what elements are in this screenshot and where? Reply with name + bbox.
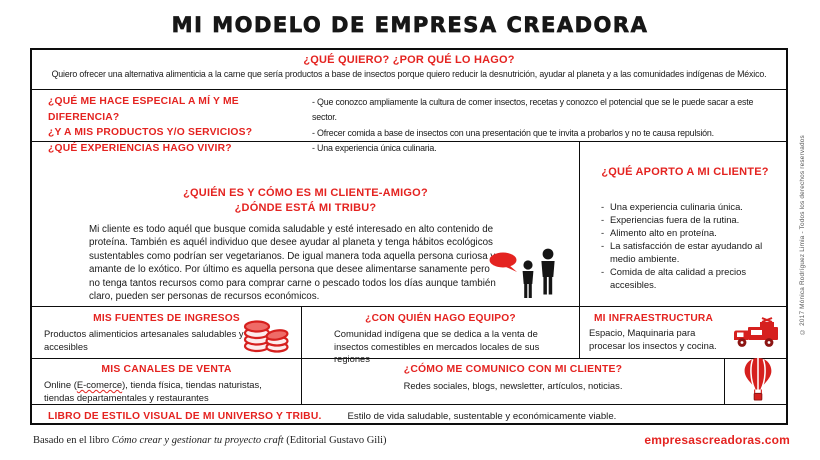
especial-heading-line: ¿QUÉ ME HACE ESPECIAL A MÍ Y ME DIFERENC… bbox=[48, 96, 239, 123]
infraestructura-body: Espacio, Maquinaria para procesar los in… bbox=[589, 327, 717, 351]
canales-heading: MIS CANALES DE VENTA bbox=[101, 364, 232, 375]
hot-air-balloon-icon bbox=[742, 357, 774, 406]
coin-stacks-icon bbox=[243, 318, 289, 359]
section-que-me-hace-especial: ¿QUÉ ME HACE ESPECIAL A MÍ Y ME DIFERENC… bbox=[32, 90, 786, 154]
equipo-body: Comunidad indígena que se dedica a la ve… bbox=[334, 328, 540, 364]
aporto-bullet: Una experiencia culinaria única. bbox=[601, 200, 790, 213]
row-cliente: ¿QUIÉN ES Y CÓMO ES MI CLIENTE-AMIGO? ¿D… bbox=[32, 142, 786, 307]
aporto-heading: ¿QUÉ APORTO A MI CLIENTE? bbox=[601, 166, 769, 178]
canales-body-post: ), tienda física, tiendas naturistas, ti… bbox=[44, 379, 262, 403]
que-quiero-heading: ¿QUÉ QUIERO? ¿POR QUÉ LO HAGO? bbox=[303, 54, 515, 66]
canales-body-misspelled: E-comerce bbox=[76, 379, 123, 390]
libro-estilo-heading: LIBRO DE ESTILO VISUAL DE MI UNIVERSO Y … bbox=[48, 410, 322, 422]
especial-bullet: - Una experiencia única culinaria. bbox=[312, 142, 437, 153]
aporto-bullets: Una experiencia culinaria única. Experie… bbox=[580, 200, 790, 291]
row-canales: MIS CANALES DE VENTA Online (E-comerce),… bbox=[32, 357, 786, 405]
canales-body-pre: Online ( bbox=[44, 379, 77, 390]
people-speech-bubble-icon bbox=[487, 245, 559, 306]
row-recursos: MIS FUENTES DE INGRESOS Productos alimen… bbox=[32, 307, 786, 364]
vertical-copyright: © 2017 Mónica Rodríguez Limia - Todos lo… bbox=[799, 135, 806, 335]
section-canales-venta: MIS CANALES DE VENTA Online (E-comerce),… bbox=[32, 359, 302, 404]
section-como-comunico: ¿CÓMO ME COMUNICO CON MI CLIENTE? Redes … bbox=[302, 359, 725, 404]
especial-heading-block: ¿QUÉ ME HACE ESPECIAL A MÍ Y ME DIFERENC… bbox=[32, 90, 308, 154]
credit-book-title: Cómo crear y gestionar tu proyecto craft bbox=[111, 435, 284, 446]
website-link[interactable]: empresascreadoras.com bbox=[644, 433, 790, 447]
especial-heading-line: ¿Y A MIS PRODUCTOS Y/O SERVICIOS? bbox=[48, 127, 253, 138]
comunico-body: Redes sociales, blogs, newsletter, artíc… bbox=[403, 380, 623, 391]
aporto-bullet: Experiencias fuera de la rutina. bbox=[601, 213, 790, 226]
libro-estilo-body: Estilo de vida saludable, sustentable y … bbox=[347, 410, 617, 422]
que-quiero-body: Quiero ofrecer una alternativa alimentic… bbox=[51, 69, 767, 79]
ingresos-body: Productos alimenticios artesanales salud… bbox=[44, 328, 244, 352]
credit-post: (Editorial Gustavo Gili) bbox=[283, 435, 387, 446]
cliente-heading-line: ¿DÓNDE ESTÁ MI TRIBU? bbox=[234, 202, 377, 214]
aporto-bullet: Alimento alto en proteína. bbox=[601, 226, 790, 239]
balloon-cell bbox=[725, 357, 790, 406]
equipo-heading: ¿CON QUIÉN HAGO EQUIPO? bbox=[365, 313, 516, 324]
section-que-quiero: ¿QUÉ QUIERO? ¿POR QUÉ LO HAGO? Quiero of… bbox=[32, 50, 786, 90]
section-con-quien-equipo: ¿CON QUIÉN HAGO EQUIPO? Comunidad indíge… bbox=[302, 307, 580, 364]
especial-bullets: - Que conozco ampliamente la cultura de … bbox=[308, 90, 786, 153]
infraestructura-heading: MI INFRAESTRUCTURA bbox=[594, 313, 714, 324]
section-que-aporto: ¿QUÉ APORTO A MI CLIENTE? Una experienci… bbox=[580, 142, 790, 306]
especial-heading-line: ¿QUÉ EXPERIENCIAS HAGO VIVIR? bbox=[48, 142, 232, 154]
food-truck-icon bbox=[731, 316, 781, 354]
comunico-heading: ¿CÓMO ME COMUNICO CON MI CLIENTE? bbox=[403, 364, 623, 375]
model-canvas-grid: ¿QUÉ QUIERO? ¿POR QUÉ LO HAGO? Quiero of… bbox=[30, 48, 788, 425]
cliente-heading-line: ¿QUIÉN ES Y CÓMO ES MI CLIENTE-AMIGO? bbox=[183, 187, 428, 199]
especial-bullet: - Que conozco ampliamente la cultura de … bbox=[312, 97, 754, 123]
canales-body: Online (E-comerce), tienda física, tiend… bbox=[44, 379, 284, 404]
section-libro-estilo: LIBRO DE ESTILO VISUAL DE MI UNIVERSO Y … bbox=[32, 405, 786, 427]
credit-pre: Basado en el libro bbox=[33, 435, 112, 446]
page-title: MI MODELO DE EMPRESA CREADORA bbox=[171, 13, 649, 38]
section-fuentes-ingresos: MIS FUENTES DE INGRESOS Productos alimen… bbox=[32, 307, 302, 358]
book-credit: Basado en el libro Cómo crear y gestiona… bbox=[33, 435, 387, 446]
section-infraestructura: MI INFRAESTRUCTURA Espacio, Maquinaria p… bbox=[580, 307, 790, 358]
cliente-heading-block: ¿QUIÉN ES Y CÓMO ES MI CLIENTE-AMIGO? ¿D… bbox=[32, 142, 579, 216]
aporto-bullet: Comida de alta calidad a precios accesib… bbox=[601, 265, 790, 291]
cliente-body: Mi cliente es todo aquél que busque comi… bbox=[89, 224, 496, 303]
section-cliente-amigo: ¿QUIÉN ES Y CÓMO ES MI CLIENTE-AMIGO? ¿D… bbox=[32, 142, 580, 306]
especial-bullet: - Ofrecer comida a base de insectos con … bbox=[312, 127, 714, 138]
aporto-bullet: La satisfacción de estar ayudando al med… bbox=[601, 239, 790, 265]
ingresos-heading: MIS FUENTES DE INGRESOS bbox=[93, 313, 240, 324]
